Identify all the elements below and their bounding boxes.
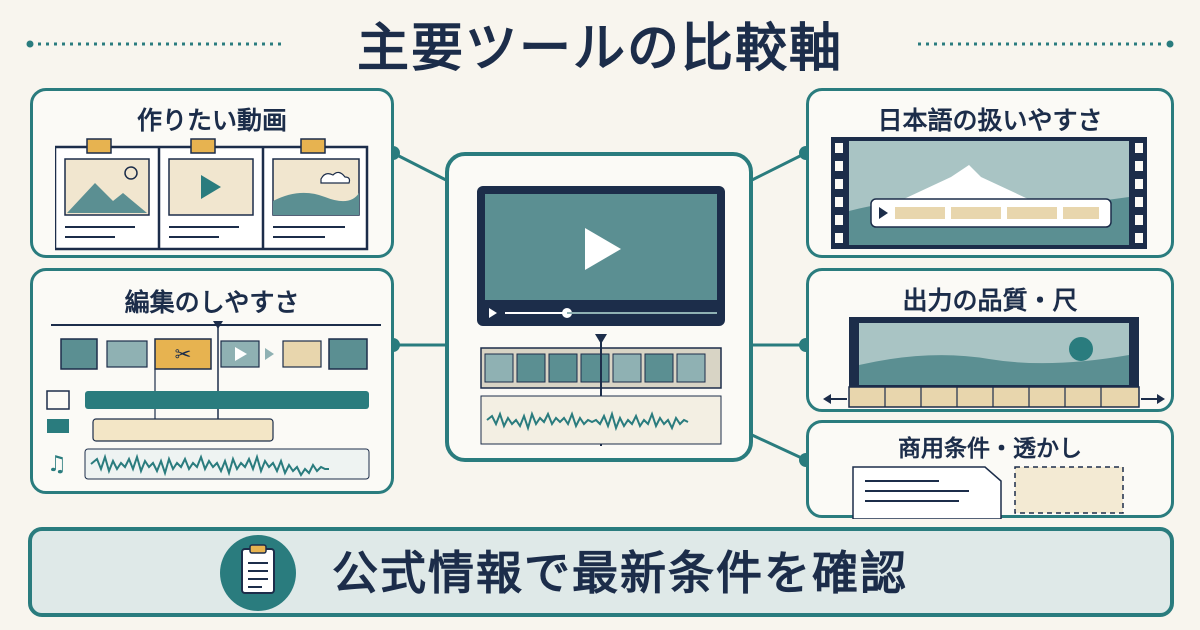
title-right-dots bbox=[918, 40, 1174, 48]
panel-label-japanese-handling: 日本語の扱いやすさ bbox=[877, 106, 1103, 135]
center-video-player-panel bbox=[445, 152, 753, 462]
panel-label-ease-of-editing: 編集のしやすさ bbox=[124, 288, 300, 317]
panel-ease-of-editing: 編集のしやすさ ✂ ♫ bbox=[30, 268, 394, 494]
storyboard-illustration bbox=[55, 138, 369, 251]
subtitled-film-illustration bbox=[831, 137, 1147, 249]
clipboard-icon bbox=[220, 535, 296, 611]
svg-text:♫: ♫ bbox=[47, 452, 67, 477]
license-watermark-illustration bbox=[852, 466, 1124, 519]
panel-label-commercial-terms: 商用条件・透かし bbox=[898, 436, 1082, 462]
title-left-dots bbox=[26, 40, 282, 48]
panel-commercial-terms: 商用条件・透かし bbox=[806, 420, 1174, 519]
editing-timeline-illustration: ✂ ♫ bbox=[46, 321, 381, 480]
page-title: 主要ツールの比較軸 bbox=[356, 19, 843, 79]
panel-japanese-handling: 日本語の扱いやすさ bbox=[806, 88, 1174, 258]
svg-text:✂: ✂ bbox=[175, 342, 192, 366]
panel-label-output-quality: 出力の品質・尺 bbox=[902, 286, 1078, 315]
footer-banner: 公式情報で最新条件を確認 bbox=[28, 527, 1174, 617]
panel-output-quality: 出力の品質・尺 bbox=[806, 268, 1174, 412]
panel-label-videos-to-make: 作りたい動画 bbox=[136, 106, 287, 135]
footer-text: 公式情報で最新条件を確認 bbox=[332, 546, 908, 600]
video-player-icon bbox=[477, 186, 725, 446]
output-frame-illustration bbox=[823, 317, 1165, 408]
panel-videos-to-make: 作りたい動画 bbox=[30, 88, 394, 258]
